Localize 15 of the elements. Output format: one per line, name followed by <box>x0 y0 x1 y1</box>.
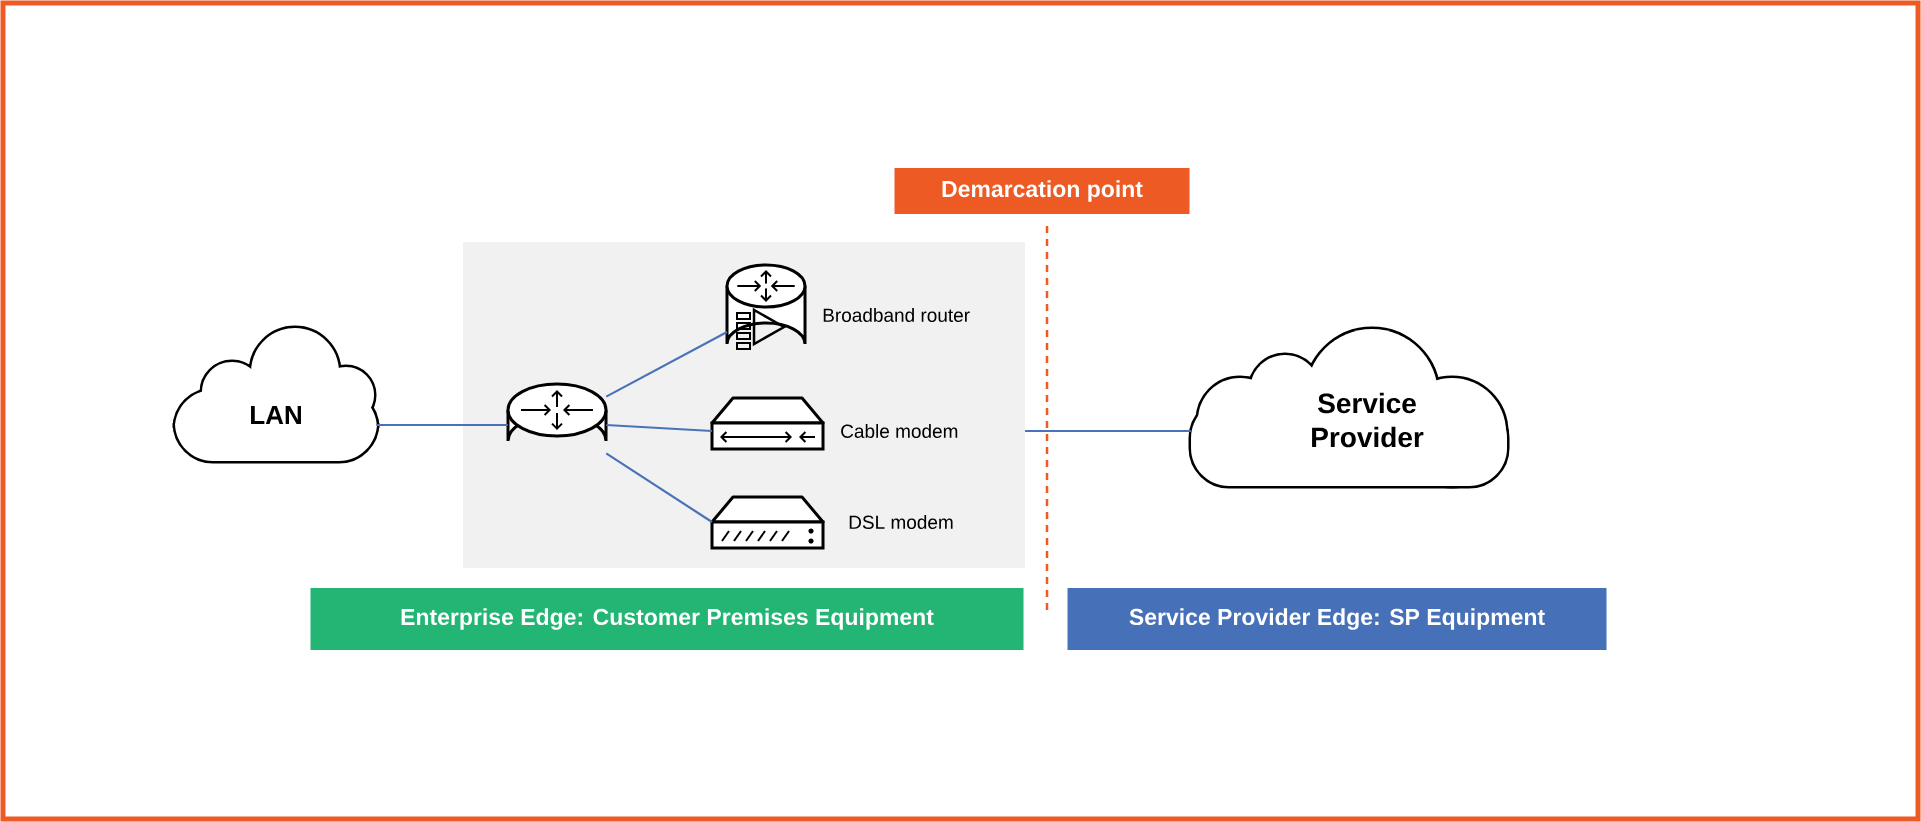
device-label: DSL modem <box>849 515 953 529</box>
label-box: Service Provider Edge: SP Equipment <box>1067 588 1607 650</box>
device-label: Cable modem <box>841 424 958 438</box>
device-label: Broadband router <box>823 308 970 322</box>
label-box: Enterprise Edge: Customer Premises Equipment <box>310 588 1024 650</box>
device-icon <box>710 495 825 550</box>
device-icon <box>725 263 807 350</box>
connector-line <box>605 452 713 523</box>
label-box: Demarcation point <box>894 168 1190 214</box>
connector-line <box>606 423 713 433</box>
router-icon <box>506 382 608 443</box>
connector-line <box>376 423 508 427</box>
connector-line <box>605 331 728 398</box>
connector-line <box>1025 429 1191 433</box>
device-icon <box>710 396 825 451</box>
